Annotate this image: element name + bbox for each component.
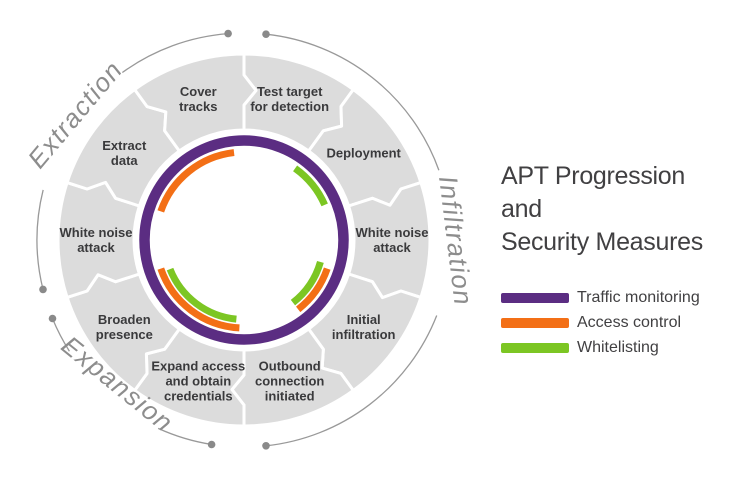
access-control-arc [157,149,235,213]
whitelisting-arc [292,165,328,207]
phase-arc-extraction [121,32,229,74]
segment-outbound-connection-initiated [230,327,355,428]
phase-label-infiltration: Infiltration [433,174,479,307]
legend-item-access-control: Access control [501,313,731,332]
access-control-arc [157,267,240,332]
phase-arc-dot [262,442,270,450]
segment-broaden-presence [65,272,181,392]
phase-arc-dot [39,285,47,294]
phase-arc-dot [224,29,232,38]
segment-white-noise-attack-left [56,180,141,299]
legend-item-traffic-monitoring: Traffic monitoring [501,288,731,307]
segment-test-target-for-detection [242,52,355,153]
whitelisting-arc [166,267,237,323]
segment-label-deployment: Deployment [326,146,401,161]
phase-arc-dot [48,314,57,323]
segment-initial-infiltration [307,272,423,392]
phase-arc-dot [207,440,216,449]
legend-label: Traffic monitoring [577,288,700,306]
whitelisting-arc [290,260,324,306]
legend-label: Access control [577,313,682,331]
phase-arc-extraction [36,189,44,290]
title-line-2: Security Measures [501,228,703,256]
segment-extract-data [65,88,181,208]
phase-arc-dot [262,30,270,38]
legend-swatch-traffic-monitoring [501,292,569,303]
access-control-arc [295,267,331,313]
legend: Traffic monitoring Access control Whitel… [501,288,731,357]
phase-arc-infiltration [265,315,438,447]
legend-swatch-whitelisting [501,342,569,353]
segment-cover-tracks [133,52,258,153]
legend-item-whitelisting: Whitelisting [501,338,731,357]
legend-swatch-access-control [501,317,569,328]
traffic-monitoring-ring [139,135,349,345]
segment-white-noise-attack-right [347,181,432,300]
segment-deployment [307,88,423,208]
title-line-1: APT Progression and [501,162,686,223]
legend-label: Whitelisting [577,338,659,356]
segment-expand-access-and-obtain-credentials [133,327,246,428]
phase-arc-infiltration [265,33,440,171]
